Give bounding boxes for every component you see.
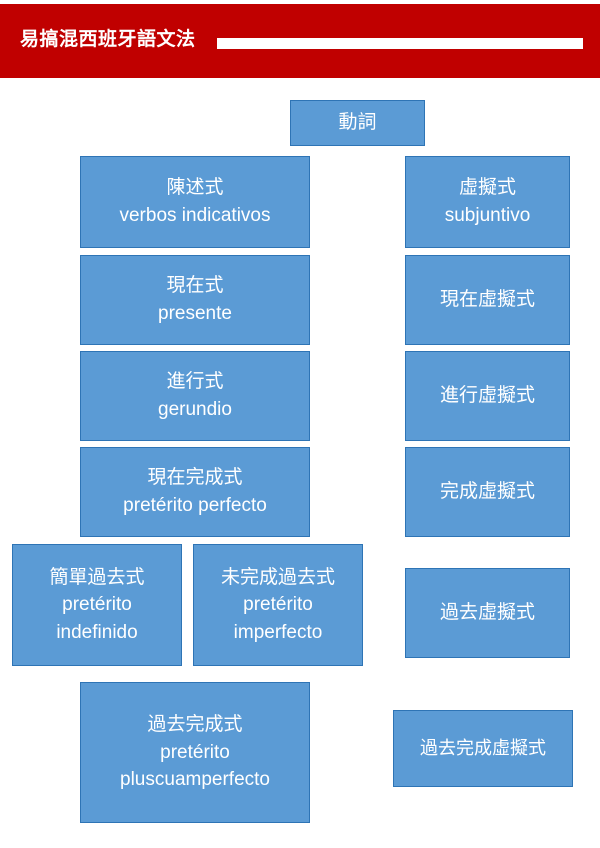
node-label-zh: 進行虛擬式 (439, 385, 535, 407)
node-gerundio[interactable]: 進行式 gerundio (80, 351, 310, 441)
node-label-es-2: indefinido (56, 621, 138, 643)
node-label-es: verbos indicativos (119, 205, 271, 226)
node-label-es: presente (158, 303, 232, 324)
node-label-zh: 未完成過去式 (220, 566, 335, 588)
node-label-zh: 現在式 (166, 275, 224, 297)
node-presente-subjuntivo[interactable]: 現在虛擬式 (405, 255, 570, 345)
node-preterito-pluscuamperfecto[interactable]: 過去完成式 pretérito pluscuamperfecto (80, 682, 310, 823)
header-banner: 易搞混西班牙語文法 (0, 4, 600, 78)
node-label-es: pretérito (160, 741, 230, 763)
node-perfecto-subjuntivo[interactable]: 完成虛擬式 (405, 447, 570, 537)
node-gerundio-subjuntivo[interactable]: 進行虛擬式 (405, 351, 570, 441)
node-label-zh: 進行式 (166, 371, 224, 393)
node-label-zh: 現在虛擬式 (439, 289, 535, 311)
node-label-es: pretérito (243, 594, 313, 616)
node-label-zh: 完成虛擬式 (439, 481, 535, 503)
node-presente[interactable]: 現在式 presente (80, 255, 310, 345)
node-indicativo[interactable]: 陳述式 verbos indicativos (80, 156, 310, 248)
node-label-zh: 現在完成式 (147, 467, 243, 489)
node-label-zh: 動詞 (338, 112, 377, 134)
node-root-verbo[interactable]: 動詞 (290, 100, 425, 146)
page-title: 易搞混西班牙語文法 (20, 29, 196, 50)
node-label-zh: 過去完成虛擬式 (420, 738, 546, 759)
node-label-zh: 過去虛擬式 (439, 602, 535, 624)
node-label-es: subjuntivo (444, 205, 531, 226)
node-label-es: pretérito perfecto (123, 495, 267, 516)
node-preterito-perfecto[interactable]: 現在完成式 pretérito perfecto (80, 447, 310, 537)
node-label-zh: 簡單過去式 (49, 566, 145, 588)
verb-tense-diagram: 動詞 陳述式 verbos indicativos 現在式 presente 進… (0, 78, 600, 848)
node-label-es: pretérito (62, 594, 132, 616)
node-label-zh: 過去完成式 (147, 714, 243, 736)
node-label-es: gerundio (158, 399, 232, 420)
header-rule-bar (217, 38, 583, 49)
node-preterito-imperfecto[interactable]: 未完成過去式 pretérito imperfecto (193, 544, 363, 666)
node-preterito-indefinido[interactable]: 簡單過去式 pretérito indefinido (12, 544, 182, 666)
node-label-zh: 虛擬式 (458, 177, 516, 199)
node-label-es-2: imperfecto (233, 621, 323, 643)
node-pluscuamperfecto-subjuntivo[interactable]: 過去完成虛擬式 (393, 710, 573, 787)
node-preterito-subjuntivo[interactable]: 過去虛擬式 (405, 568, 570, 658)
node-label-es-2: pluscuamperfecto (120, 769, 270, 791)
node-label-zh: 陳述式 (166, 177, 224, 199)
node-subjuntivo[interactable]: 虛擬式 subjuntivo (405, 156, 570, 248)
